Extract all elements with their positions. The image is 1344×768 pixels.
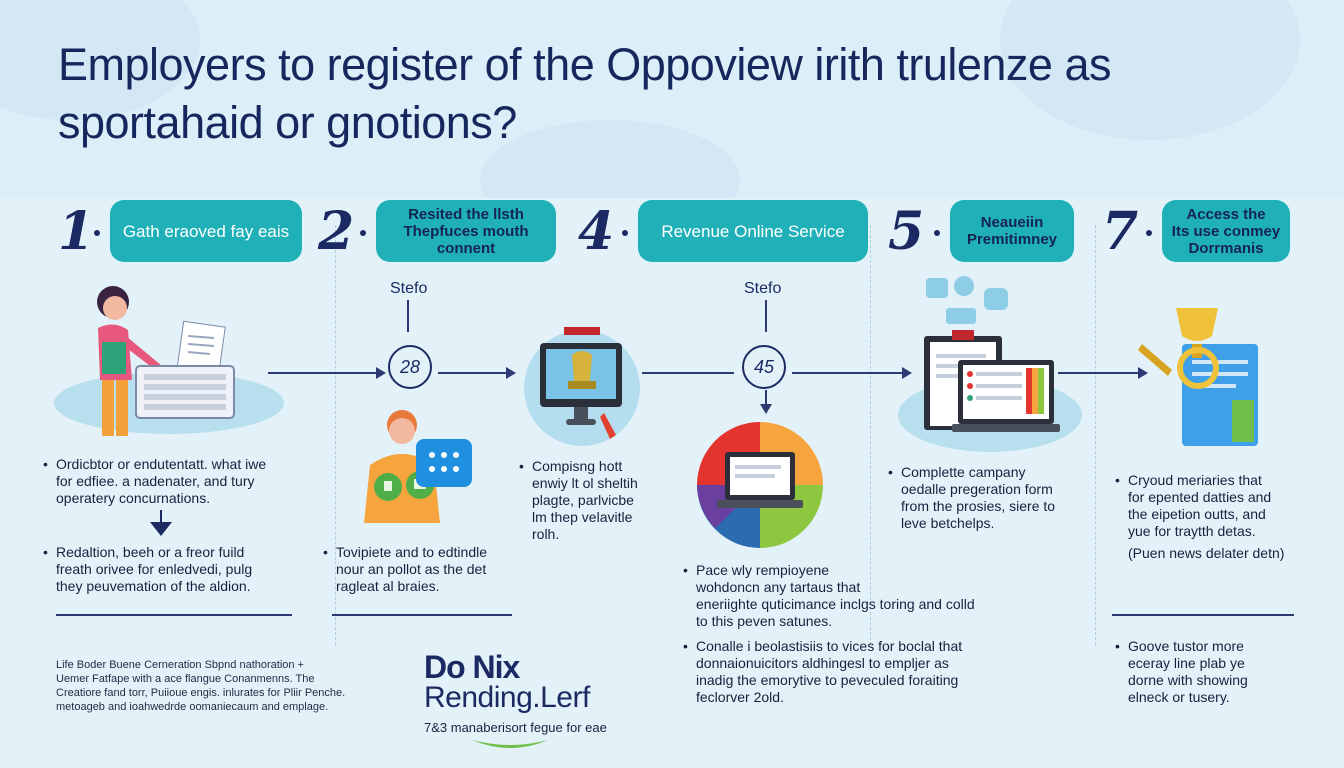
- step-dot: [1146, 230, 1152, 236]
- header-band: [0, 0, 1344, 240]
- divider: [1112, 614, 1294, 616]
- step-pill: Revenue Online Service: [638, 200, 868, 262]
- connector-label: Stefo: [744, 280, 782, 297]
- monitor-award-illustration: [540, 327, 622, 439]
- flow-arrow: [792, 372, 904, 374]
- connector-value: 28: [388, 345, 432, 389]
- step-number: 7: [1102, 201, 1139, 262]
- step5-description: Complette campany oedalle pregeration fo…: [888, 464, 1081, 532]
- step1-description: Ordicbtor or endutentatt. what iwe for e…: [43, 456, 292, 507]
- footnote: Life Boder Buene Cerneration Sbpnd natho…: [56, 659, 346, 713]
- step3-description: Compisng hott enwiy lt ol sheltih plagte…: [519, 458, 662, 543]
- step7-note: (Puen news delater detn): [1128, 545, 1285, 561]
- page-title: Employers to register of the Oppoview ir…: [58, 39, 1111, 148]
- step-pill: Neaueiin Premitimney: [950, 200, 1074, 262]
- step-number: 5: [888, 201, 925, 262]
- step2-description: Tovipiete and to edtindle nour an pollot…: [323, 544, 506, 595]
- column-separator: [1095, 225, 1096, 645]
- arrow-down-icon: [150, 510, 172, 536]
- step4-detail: Conalle i beolastisiis to vices for bocl…: [683, 638, 996, 706]
- arrow-right-icon: [902, 367, 912, 379]
- step-pill: Access the Its use conmey Dorrmanis: [1162, 200, 1290, 262]
- step-number: 4: [578, 201, 615, 262]
- arrow-right-icon: [1138, 367, 1148, 379]
- connector-line: [765, 300, 767, 332]
- connector-line: [765, 390, 767, 406]
- flow-arrow: [438, 372, 508, 374]
- trophy-document-illustration: [1138, 308, 1258, 446]
- divider: [56, 614, 292, 616]
- arrow-right-icon: [506, 367, 516, 379]
- brand-logo-line2: Rending.Lerf: [424, 681, 590, 714]
- flow-arrow: [268, 372, 378, 374]
- flow-arrow: [1058, 372, 1140, 374]
- column-separator: [870, 225, 871, 645]
- step-number: 2: [318, 201, 355, 262]
- step-pill: Resited the llsth Thepfuces mouth connen…: [376, 200, 556, 262]
- step-dot: [94, 230, 100, 236]
- column-separator: [335, 225, 336, 645]
- down-arrow-icon: [760, 404, 772, 414]
- step1-detail: Redaltion, beeh or a freor fuild freath …: [43, 544, 292, 595]
- divider: [332, 614, 512, 616]
- step7-detail: Goove tustor more eceray line plab ye do…: [1115, 638, 1318, 706]
- step-dot: [934, 230, 940, 236]
- brand-swoosh-icon: [472, 740, 548, 748]
- forms-laptop-illustration: [924, 276, 1060, 432]
- step-dot: [622, 230, 628, 236]
- connector-line: [407, 300, 409, 332]
- arrow-right-icon: [376, 367, 386, 379]
- flow-arrow: [642, 372, 734, 374]
- step-number: 1: [58, 201, 95, 262]
- step7-description: Cryoud meriaries that for epented dattie…: [1115, 472, 1318, 540]
- brand-tagline: 7&3 manaberisort fegue for eae: [424, 720, 607, 735]
- person-tablet-illustration: [364, 410, 472, 523]
- step4-description: Pace wly rempioyene wohdoncn any tartaus…: [683, 562, 996, 630]
- person-keyboard-illustration: [97, 286, 235, 436]
- brand-logo-line1: Do Nix: [424, 649, 520, 685]
- connector-value: 45: [742, 345, 786, 389]
- pie-laptop-illustration: [697, 422, 823, 548]
- step-pill: Gath eraoved fay eais: [110, 200, 302, 262]
- step-dot: [360, 230, 366, 236]
- connector-label: Stefo: [390, 280, 428, 297]
